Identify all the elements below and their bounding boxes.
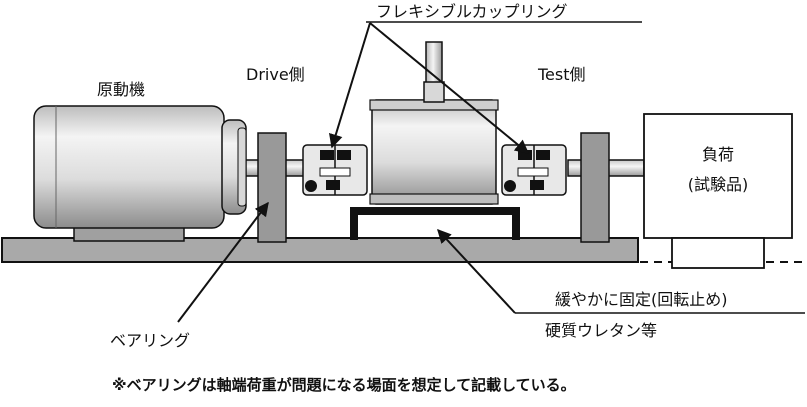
signal-connector-base: [423, 81, 445, 103]
coupling-leader-right: [369, 22, 530, 154]
footnote: ※ベアリングは軸端荷重が問題になる場面を想定して記載している。: [112, 376, 576, 394]
load-label: 負荷: [702, 145, 734, 164]
load-box-foot: [671, 237, 765, 269]
flexible-coupling-label: フレキシブルカップリング: [376, 2, 568, 21]
left-bearing-pedestal: [257, 132, 287, 243]
prime-mover-label: 原動機: [97, 80, 145, 99]
urethane-support: [350, 207, 520, 240]
left-flexible-coupling: [302, 144, 368, 196]
right-flexible-coupling: [501, 144, 567, 196]
prime-mover: [33, 105, 247, 242]
drive-side-label: Drive側: [246, 65, 305, 84]
test-side-label: Test側: [537, 65, 586, 84]
load-box: [643, 113, 793, 239]
base-plate: [1, 237, 639, 263]
torque-meter: [369, 99, 499, 205]
test-item-label: (試験品): [688, 175, 749, 194]
bearing-label: ベアリング: [110, 331, 190, 350]
bearing-leader: [177, 201, 269, 323]
gentle-fix-label: 緩やかに固定(回転止め): [555, 290, 728, 309]
support-leader: [437, 228, 516, 314]
right-bearing-pedestal: [580, 132, 610, 243]
hard-urethane-label: 硬質ウレタン等: [545, 321, 657, 340]
coupling-leader-left: [328, 22, 371, 149]
